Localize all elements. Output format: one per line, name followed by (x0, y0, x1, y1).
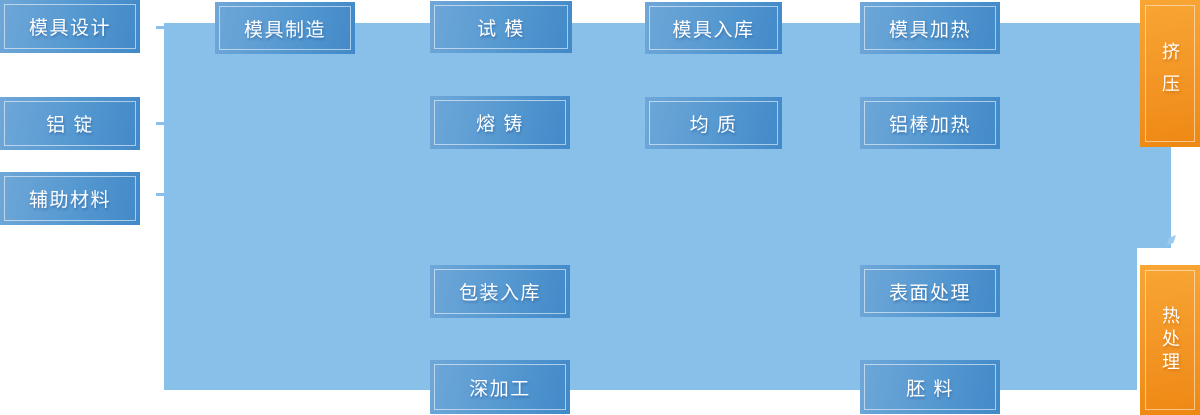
node-aluminum-rod-heating-label: 铝棒加热 (888, 114, 971, 136)
node-trial-mold-label: 试 模 (477, 18, 525, 40)
node-mold-storage-label: 模具入库 (672, 19, 755, 41)
connector-dash-mold-design (156, 26, 165, 29)
connector-dash-auxiliary-materials (156, 193, 165, 196)
connector-dash-aluminum-ingot (156, 122, 165, 125)
node-aluminum-ingot-label: 铝 锭 (46, 115, 94, 136)
node-homogenizing-label: 均 质 (689, 114, 738, 136)
node-mold-heating: 模具加热 (860, 2, 1000, 54)
node-auxiliary-materials-label: 辅助材料 (28, 190, 111, 211)
node-packaging-storage-label: 包装入库 (458, 283, 541, 304)
node-heat-treatment-label: 热处理 (1160, 305, 1180, 375)
node-extrusion: 挤压 (1140, 0, 1200, 147)
node-billet-label: 胚 料 (906, 378, 954, 400)
node-mold-storage: 模具入库 (645, 2, 782, 54)
node-homogenizing: 均 质 (645, 97, 782, 149)
node-mold-design: 模具设计 (0, 0, 140, 53)
node-mold-manufacturing-label: 模具制造 (243, 19, 326, 41)
node-mold-manufacturing: 模具制造 (215, 2, 355, 54)
node-mold-heating-label: 模具加热 (888, 19, 971, 41)
node-mold-design-label: 模具设计 (28, 18, 111, 39)
node-deep-processing-label: 深加工 (469, 378, 531, 400)
arrow-tip-mark (1167, 235, 1176, 245)
node-surface-treatment: 表面处理 (860, 265, 1000, 317)
node-packaging-storage: 包装入库 (430, 265, 570, 318)
node-melting-casting: 熔 铸 (430, 96, 570, 149)
node-deep-processing: 深加工 (430, 360, 570, 414)
node-aluminum-ingot: 铝 锭 (0, 97, 140, 150)
node-extrusion-label: 挤压 (1160, 41, 1180, 106)
node-auxiliary-materials: 辅助材料 (0, 172, 140, 225)
node-melting-casting-label: 熔 铸 (476, 114, 524, 135)
node-surface-treatment-label: 表面处理 (888, 282, 971, 304)
node-heat-treatment: 热处理 (1140, 265, 1200, 415)
node-aluminum-rod-heating: 铝棒加热 (860, 97, 1000, 149)
node-billet: 胚 料 (860, 360, 1000, 414)
node-trial-mold: 试 模 (430, 1, 572, 53)
